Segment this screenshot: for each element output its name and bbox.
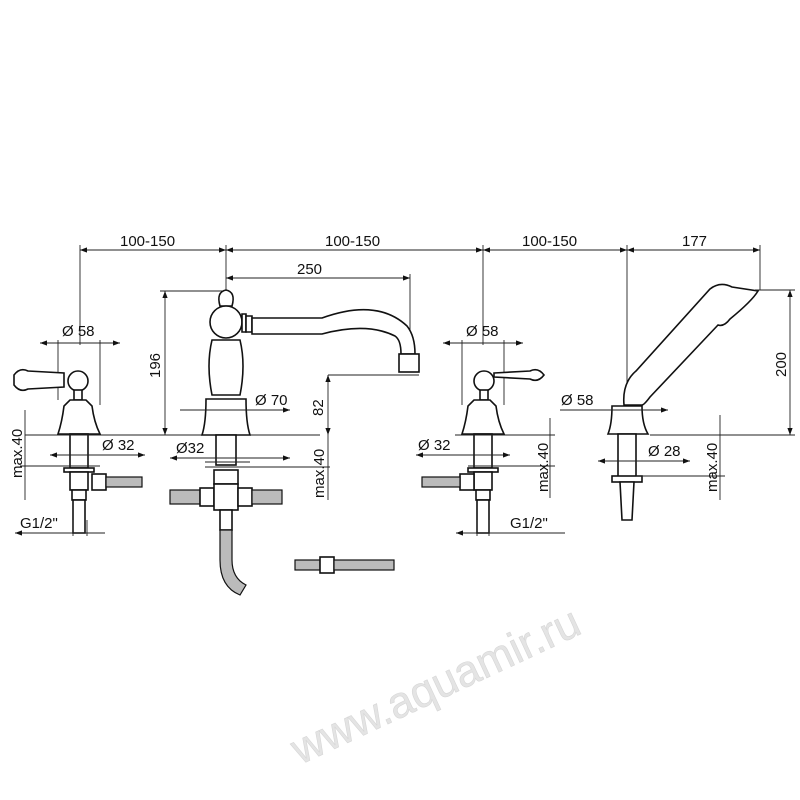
right-valve-body-dia: Ø 58 xyxy=(466,323,499,340)
shower-stem-dia: Ø 28 xyxy=(648,443,681,460)
shower-reach-label: 177 xyxy=(682,233,707,250)
left-valve-max-deck: max.40 xyxy=(9,429,26,478)
spout-base-dia: Ø 70 xyxy=(255,392,288,409)
right-valve-thread: G1/2" xyxy=(510,515,548,532)
spacing-2-label: 100-150 xyxy=(325,233,380,250)
top-dimensions: 100-150 100-150 100-150 177 250 xyxy=(79,233,761,405)
hand-shower: 200 Ø 58 Ø 28 max.40 xyxy=(560,283,795,521)
flexible-hose xyxy=(294,559,321,571)
spout-height-label: 196 xyxy=(147,353,164,378)
spout-max-deck: max.40 xyxy=(311,449,328,498)
spout-stem-dia: Ø32 xyxy=(176,440,204,457)
spacing-1-label: 100-150 xyxy=(120,233,175,250)
right-valve: Ø 58 Ø 32 max.40 G1/2" xyxy=(416,323,565,536)
shower-max-deck: max.40 xyxy=(704,443,721,492)
spout-body: 196 Ø 70 82 Ø32 max.40 xyxy=(147,289,420,596)
spacing-3-label: 100-150 xyxy=(522,233,577,250)
left-valve-thread: G1/2" xyxy=(20,515,58,532)
spout-reach-label: 250 xyxy=(297,261,322,278)
left-valve: Ø 58 Ø 32 max.40 G1/2" xyxy=(9,323,320,536)
left-valve-stem-dia: Ø 32 xyxy=(102,437,135,454)
left-valve-body-dia: Ø 58 xyxy=(62,323,95,340)
shower-height-label: 200 xyxy=(773,352,790,377)
right-valve-max-deck: max.40 xyxy=(535,443,552,492)
shower-base-dia: Ø 58 xyxy=(561,392,594,409)
spout-outlet-height-label: 82 xyxy=(310,399,327,416)
right-valve-stem-dia: Ø 32 xyxy=(418,437,451,454)
watermark: www.aquamir.ru xyxy=(283,597,588,774)
